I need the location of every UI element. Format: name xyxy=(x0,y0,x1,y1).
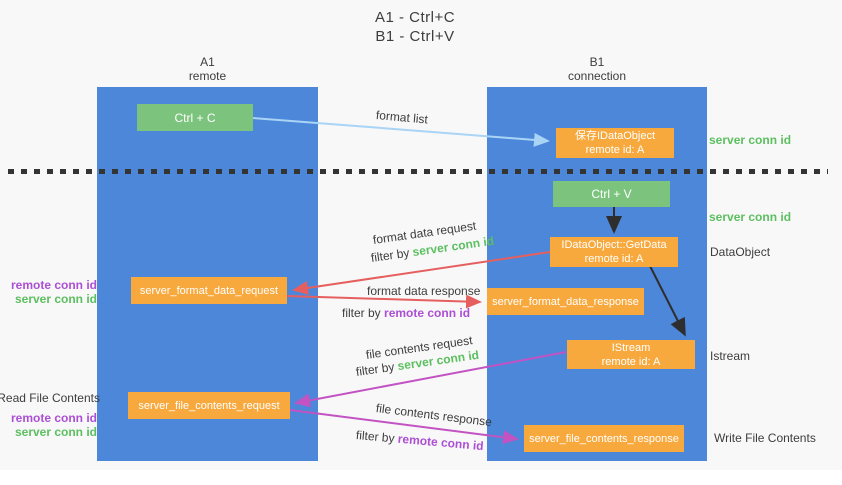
filter-by-text: filter by xyxy=(355,428,396,446)
column-b1-id: B1 xyxy=(589,55,605,69)
filter-by-text: filter by xyxy=(342,306,381,320)
save-idataobject-line1: 保存IDataObject xyxy=(574,130,656,142)
diagram-title: A1 - Ctrl+C B1 - Ctrl+V xyxy=(330,8,500,46)
bottom-white-strip xyxy=(0,470,842,485)
ctrl-v-box: Ctrl + V xyxy=(553,181,670,207)
filter-by-text: filter by xyxy=(355,359,396,379)
column-header-a1: A1 remote xyxy=(97,55,318,83)
remote-conn-id-text: remote conn id xyxy=(384,306,471,320)
right-label-server-conn-id-top: server conn id xyxy=(709,133,792,147)
istream-box: IStream remote id: A xyxy=(567,340,695,369)
column-a1-subtitle: remote xyxy=(188,69,227,83)
left-label-read-file-contents: Read File Contents xyxy=(0,391,100,405)
right-label-dataobject: DataObject xyxy=(710,245,771,259)
server-format-data-response-box: server_format_data_response xyxy=(487,288,644,315)
title-line-1: A1 - Ctrl+C xyxy=(374,9,456,26)
left-label-remote-conn-id-bottom: remote conn id xyxy=(10,411,97,425)
column-header-b1: B1 connection xyxy=(487,55,707,83)
remote-conn-id-text: remote conn id xyxy=(397,431,485,454)
getdata-line2: remote id: A xyxy=(584,253,644,265)
file-contents-response-label: file contents response xyxy=(375,401,493,430)
getdata-line1: IDataObject::GetData xyxy=(561,239,667,251)
left-label-server-conn-id-bottom: server conn id xyxy=(14,425,97,439)
server-format-data-request-label: server_format_data_request xyxy=(139,284,279,297)
save-idataobject-box: 保存IDataObject remote id: A xyxy=(556,128,674,158)
title-line-2: B1 - Ctrl+V xyxy=(375,28,455,45)
session-divider-dotted-line xyxy=(8,169,828,174)
ctrl-c-box: Ctrl + C xyxy=(137,104,253,131)
column-b1-subtitle: connection xyxy=(567,69,627,83)
server-file-contents-response-box: server_file_contents_response xyxy=(524,425,684,452)
server-format-data-response-label: server_format_data_response xyxy=(492,295,639,308)
istream-line2: remote id: A xyxy=(601,355,661,368)
filter-by-remote-conn-id-label-2: filter by remote conn id xyxy=(355,428,484,453)
istream-line1: IStream xyxy=(611,341,651,354)
server-file-contents-request-label: server_file_contents_request xyxy=(138,399,280,412)
ctrl-v-label: Ctrl + V xyxy=(591,187,632,201)
format-data-response-label: format data response xyxy=(367,284,481,298)
server-file-contents-response-label: server_file_contents_response xyxy=(529,432,679,445)
server-format-data-request-box: server_format_data_request xyxy=(131,277,287,304)
right-label-server-conn-id-mid: server conn id xyxy=(709,210,792,224)
idataobject-getdata-box: IDataObject::GetData remote id: A xyxy=(550,237,678,267)
server-file-contents-request-box: server_file_contents_request xyxy=(128,392,290,419)
column-a1-id: A1 xyxy=(200,55,215,69)
save-idataobject-line2: remote id: A xyxy=(585,144,645,156)
left-label-remote-conn-id-top: remote conn id xyxy=(10,278,97,292)
format-list-label: format list xyxy=(375,108,429,127)
right-label-istream: Istream xyxy=(710,349,751,363)
ctrl-c-label: Ctrl + C xyxy=(174,110,216,125)
filter-by-remote-conn-id-label-1: filter by remote conn id xyxy=(342,306,470,320)
right-label-write-file-contents: Write File Contents xyxy=(714,431,816,445)
left-label-server-conn-id-top: server conn id xyxy=(14,292,97,306)
filter-by-text: filter by xyxy=(370,245,411,265)
